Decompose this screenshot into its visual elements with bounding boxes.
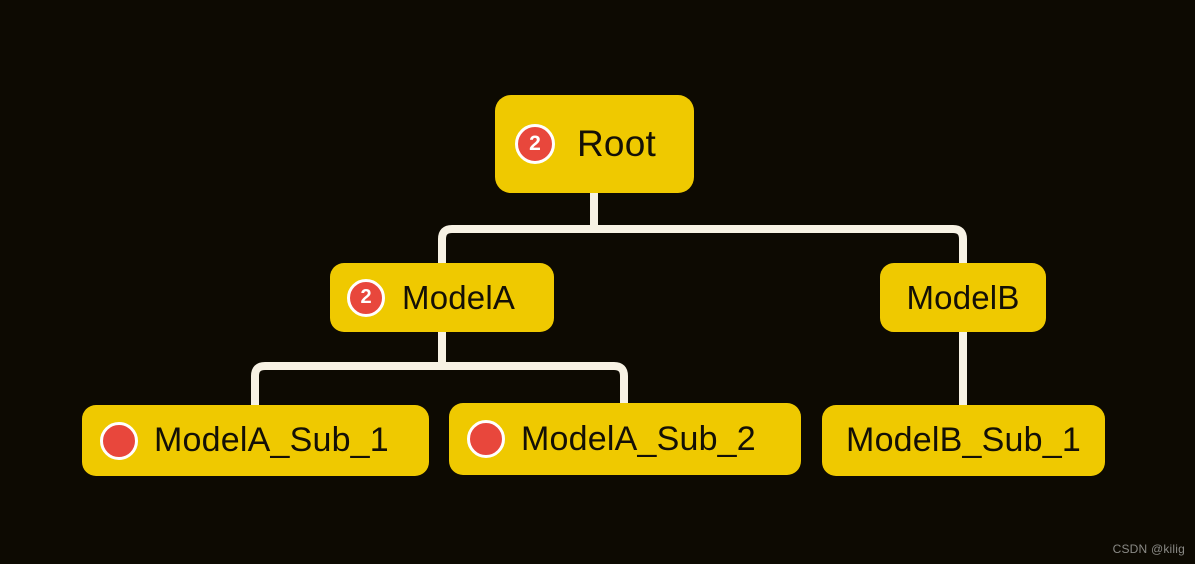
node-modela-sub-2-label: ModelA_Sub_2 xyxy=(521,419,756,458)
node-modelb-sub-1[interactable]: ModelB_Sub_1 xyxy=(822,405,1105,476)
node-root-label: Root xyxy=(577,123,656,164)
node-modela-sub-1-badge xyxy=(100,421,138,460)
edge-root-to-modela xyxy=(438,225,594,264)
node-modela[interactable]: 2 ModelA xyxy=(330,263,554,332)
node-modela-sub-2[interactable]: ModelA_Sub_2 xyxy=(449,403,801,475)
node-modela-sub-1[interactable]: ModelA_Sub_1 xyxy=(82,405,429,476)
edge-modela-to-sub2 xyxy=(442,362,628,406)
node-modela-badge: 2 xyxy=(347,278,385,317)
node-modela-sub-1-label: ModelA_Sub_1 xyxy=(154,421,389,459)
edge-modela-to-sub1 xyxy=(251,362,442,406)
node-root-badge: 2 xyxy=(515,124,555,164)
node-modela-sub-2-badge xyxy=(467,420,505,458)
node-modelb-sub-1-label: ModelB_Sub_1 xyxy=(846,421,1081,459)
node-modelb[interactable]: ModelB xyxy=(880,263,1046,332)
edge-root-to-modelb xyxy=(594,225,967,264)
node-root[interactable]: 2 Root xyxy=(495,95,694,193)
watermark: CSDN @kilig xyxy=(1112,542,1185,556)
node-modela-label: ModelA xyxy=(402,278,516,316)
node-modelb-label: ModelB xyxy=(906,278,1020,316)
